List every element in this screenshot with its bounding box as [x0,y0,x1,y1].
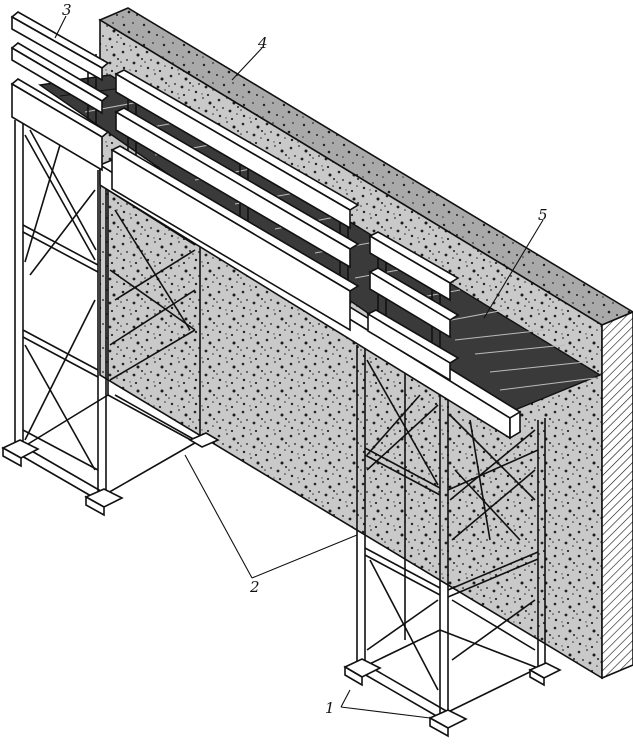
label-support-towers: 2 [249,578,260,596]
label-concrete-wall: 4 [257,34,268,52]
callout-labels: 3 4 5 2 1 [62,1,548,717]
support-tower-left [14,120,201,503]
label-deck-boards: 5 [538,206,548,224]
leader-lines [54,15,544,719]
label-guard-railing: 3 [62,1,72,19]
guard-railing [10,11,460,382]
support-tower-right [356,345,546,722]
label-support-bases: 1 [325,699,335,717]
support-bases-left [1,432,220,517]
support-bases-right [343,658,562,738]
